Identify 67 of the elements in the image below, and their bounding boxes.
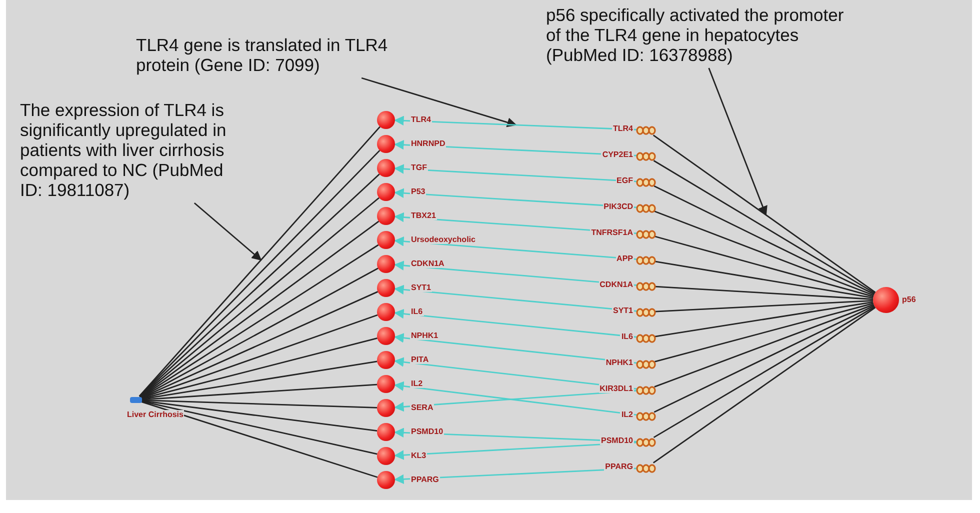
node-label: IL6 [620, 332, 634, 341]
node-label: TLR4 [612, 124, 634, 133]
connector-line [654, 304, 874, 388]
node-label: IL6 [410, 307, 424, 316]
connector-line [140, 384, 378, 400]
node-label: TBX21 [410, 211, 437, 220]
node-label: PPARG [410, 475, 440, 484]
connector-line [140, 314, 378, 399]
connector-line [654, 185, 875, 295]
leader-line [361, 77, 517, 128]
node-label: NPHK1 [604, 358, 634, 367]
connector-line [652, 306, 876, 464]
node-label: APP [616, 254, 634, 263]
connector-line [654, 236, 874, 298]
node-label: TNFRSF1A [590, 228, 634, 237]
node-label: p56 [901, 295, 917, 304]
node-label: PSMD10 [410, 427, 444, 436]
node-label: CDKN1A [410, 259, 446, 268]
connector-line [654, 305, 875, 413]
connector-line [652, 134, 876, 294]
connector-line [140, 399, 378, 408]
node-label: IL2 [620, 410, 634, 419]
connector-line [140, 338, 378, 400]
connector-line [654, 301, 874, 338]
node-label: PIK3CD [602, 202, 634, 211]
connector-line [654, 210, 874, 296]
arrow [394, 116, 638, 130]
node-label: PITA [410, 355, 430, 364]
annotation-text: The expression of TLR4 is significantly upregulated in patients with liver cirrhosis compared to NC (PubMed ID: 19811087) [20, 100, 228, 200]
connector-line [654, 300, 874, 312]
node-label: EGF [616, 176, 634, 185]
node-label: SYT1 [612, 306, 634, 315]
node-label: Liver Cirrhosis [126, 410, 184, 419]
node-label: TGF [410, 163, 428, 172]
leader-line [194, 202, 262, 261]
node-label: KIR3DL1 [598, 384, 634, 393]
connector-line [654, 302, 874, 362]
node-label: PPARG [604, 462, 634, 471]
node-label: IL2 [410, 379, 424, 388]
node-label: CYP2E1 [601, 150, 634, 159]
node-label: PSMD10 [600, 436, 634, 445]
node-label: Ursodeoxycholic [410, 235, 476, 244]
node-label: SERA [410, 403, 434, 412]
arrow [394, 164, 638, 182]
arrow [394, 381, 638, 416]
connector-line [653, 160, 876, 294]
node-label: P53 [410, 187, 426, 196]
node-label: CDKN1A [598, 280, 634, 289]
arrow [394, 284, 638, 312]
connector-line [140, 360, 378, 400]
connector-line [140, 268, 378, 398]
connector-line [140, 400, 378, 432]
node-label: KL3 [410, 451, 428, 460]
annotation-text: p56 specifically activated the promoter of the TLR4 gene in hepatocytes (PubMed ID: 16378988) [546, 5, 845, 65]
node-label: TLR4 [410, 115, 432, 124]
leader-line [708, 68, 768, 216]
connector-line [653, 306, 876, 438]
connector-line [140, 400, 378, 478]
arrow [394, 308, 638, 338]
node-label: NPHK1 [410, 331, 440, 340]
connector-line [140, 400, 378, 455]
node-label: HNRNPD [410, 139, 446, 148]
connector-line [654, 260, 874, 299]
connector-line [654, 286, 874, 300]
node-label: SYT1 [410, 283, 432, 292]
annotation-text: TLR4 gene is translated in TLR4 protein (Gene ID: 7099) [136, 35, 389, 75]
connector-line [140, 291, 378, 399]
